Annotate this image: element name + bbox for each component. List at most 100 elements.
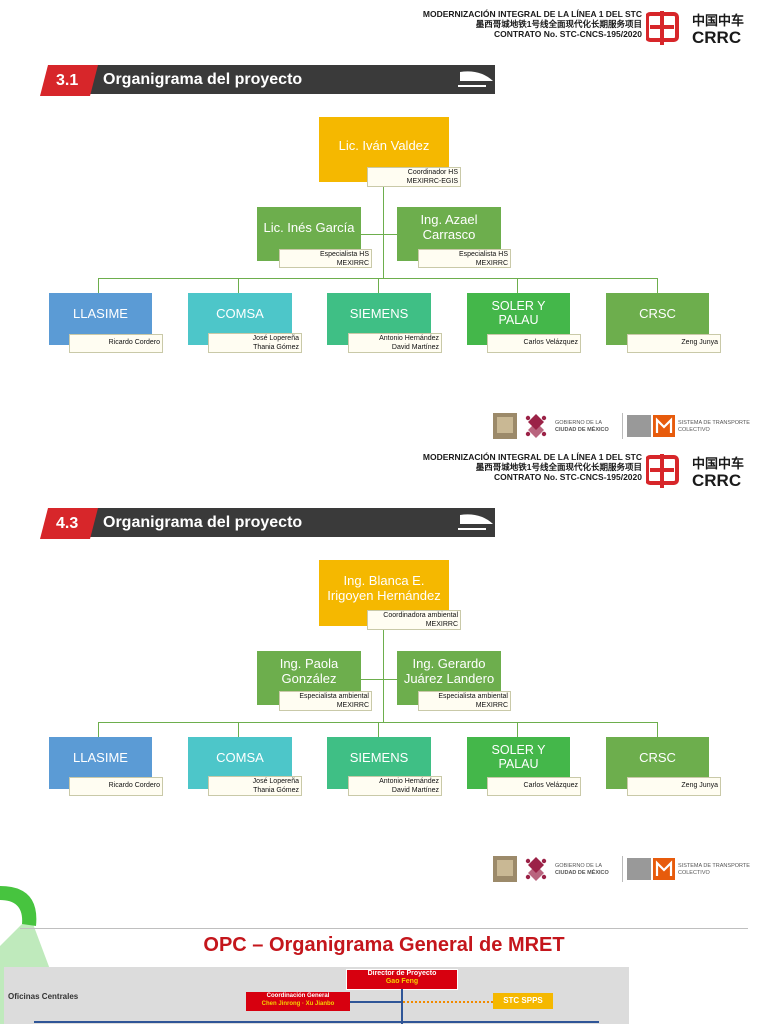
page-section-4-3: MODERNIZACIÓN INTEGRAL DE LA LÍNEA 1 DEL…: [0, 443, 768, 886]
coordinacion-box: Coordinación General Chen Jinrong · Xu J…: [246, 992, 350, 1011]
company-name: SIEMENS: [349, 749, 409, 765]
gov-text-2: CIUDAD DE MÉXICO: [555, 425, 610, 433]
contact-name: Carlos Velázquez: [523, 339, 578, 346]
section-title: Organigrama del proyecto: [103, 71, 302, 88]
specialist-right-role: Especialista HS: [458, 251, 508, 258]
specialist-left-org: MEXIRRC: [336, 259, 369, 267]
header-line-3: CONTRATO No. STC-CNCS-195/2020: [494, 29, 642, 39]
logo-crrc-text: CRRC: [692, 28, 741, 46]
specialist-left-tag: Especialista HS MEXIRRC: [279, 249, 372, 268]
logo-crrc-text: CRRC: [692, 471, 741, 489]
specialist-right-name: Ing. Azael Carrasco: [420, 212, 478, 242]
section-number: 4.3: [56, 515, 78, 532]
contact-name: David Martínez: [391, 343, 439, 351]
logo-chinese-text: 中国中车: [692, 13, 744, 29]
opc-title: OPC – Organigrama General de MRET: [203, 934, 565, 956]
company-name: LLASIME: [73, 749, 128, 765]
top-coordinator-role: Coordinadora ambiental: [383, 612, 458, 619]
director-name: Gao Feng: [385, 978, 419, 985]
logo-chinese-text: 中国中车: [692, 456, 744, 472]
contact-name: Ricardo Cordero: [108, 782, 160, 789]
top-coordinator-org: MEXIRRC: [425, 620, 458, 628]
top-coordinator-name: Ing. Blanca E. Irigoyen Hernández: [327, 573, 441, 603]
crrc-logo: 中国中车 CRRC: [646, 11, 744, 46]
gov-text-4: COLECTIVO: [678, 427, 711, 433]
gov-text-2: CIUDAD DE MÉXICO: [555, 868, 610, 876]
company-name: SOLER Y PALAU: [491, 743, 546, 771]
contract-header: MODERNIZACIÓN INTEGRAL DE LA LÍNEA 1 DEL…: [423, 9, 642, 39]
page-section-3-1: MODERNIZACIÓN INTEGRAL DE LA LÍNEA 1 DEL…: [0, 0, 768, 443]
specialist-left-role: Especialista HS: [319, 251, 369, 258]
header-line-1: MODERNIZACIÓN INTEGRAL DE LA LÍNEA 1 DEL…: [422, 9, 642, 19]
crrc-logo: 中国中车 CRRC: [646, 454, 744, 489]
director-box: Director de Proyecto Gao Feng: [346, 969, 458, 990]
coordinacion-names: Chen Jinrong · Xu Jianbo: [261, 1001, 335, 1007]
specialist-left-name: Lic. Inés García: [263, 219, 355, 235]
specialist-left-org: MEXIRRC: [336, 701, 369, 709]
gov-text-1: GOBIERNO DE LA: [555, 420, 602, 426]
contact-name: Zeng Junya: [681, 782, 718, 789]
specialist-right-tag: Especialista ambiental MEXIRRC: [418, 691, 511, 711]
stc-spps-box: STC SPPS: [493, 993, 553, 1009]
contact-name: Zeng Junya: [681, 339, 718, 346]
contact-name: David Martínez: [391, 786, 439, 794]
company-contact-tag: José Lopereña Thania Gómez: [208, 776, 302, 796]
company-contact-tag: José Lopereña Thania Gómez: [208, 333, 302, 353]
metro-gray-icon: [627, 415, 651, 437]
company-contact-tag: Carlos Velázquez: [487, 334, 581, 353]
company-name: COMSA: [216, 305, 264, 321]
government-logos: GOBIERNO DE LA CIUDAD DE MÉXICO SISTEMA …: [493, 856, 750, 882]
header-line-2: 墨西哥城地铁1号线全面现代化长期服务项目: [475, 19, 642, 29]
specialist-right-role: Especialista ambiental: [438, 693, 508, 700]
contact-name: José Lopereña: [252, 335, 299, 342]
contact-name: José Lopereña: [252, 778, 299, 785]
contact-name: Carlos Velázquez: [523, 782, 578, 789]
header-line-1: MODERNIZACIÓN INTEGRAL DE LA LÍNEA 1 DEL…: [422, 452, 642, 462]
specialist-right-tag: Especialista HS MEXIRRC: [418, 249, 511, 268]
cdmx-logo-icon: [525, 857, 547, 881]
company-contact-tag: Ricardo Cordero: [69, 334, 163, 353]
section-banner: 4.3 Organigrama del proyecto: [40, 508, 495, 539]
train-icon: [460, 71, 493, 81]
government-logos: GOBIERNO DE LA CIUDAD DE MÉXICO SISTEMA …: [493, 413, 750, 439]
company-name: COMSA: [216, 749, 264, 765]
section-number: 3.1: [56, 72, 78, 89]
company-contact-tag: Antonio Hernández David Martínez: [348, 333, 442, 353]
section-title: Organigrama del proyecto: [103, 514, 302, 531]
top-coordinator-tag: Coordinador HS MEXIRRC-EGIS: [367, 167, 461, 187]
contract-header: MODERNIZACIÓN INTEGRAL DE LA LÍNEA 1 DEL…: [423, 452, 642, 482]
header-line-3: CONTRATO No. STC-CNCS-195/2020: [494, 472, 642, 482]
metro-gray-icon: [627, 858, 651, 880]
top-coordinator-tag: Coordinadora ambiental MEXIRRC: [367, 610, 461, 630]
top-coordinator-role: Coordinador HS: [407, 169, 458, 176]
contact-name: Antonio Hernández: [379, 335, 439, 342]
coordinacion-label: Coordinación General: [266, 993, 330, 999]
contact-name: Ricardo Cordero: [108, 339, 160, 346]
specialist-left-role: Especialista ambiental: [299, 693, 369, 700]
gov-text-4: COLECTIVO: [678, 870, 711, 876]
contact-name: Thania Gómez: [253, 343, 299, 351]
company-name: SIEMENS: [349, 305, 409, 321]
top-coordinator-org: MEXIRRC-EGIS: [406, 177, 458, 185]
specialist-right-org: MEXIRRC: [475, 701, 508, 709]
company-contact-tag: Zeng Junya: [627, 777, 721, 796]
contact-name: Thania Gómez: [253, 786, 299, 794]
gov-text-3: SISTEMA DE TRANSPORTE: [678, 863, 750, 869]
cdmx-logo-icon: [525, 414, 547, 438]
section-banner: 3.1 Organigrama del proyecto: [40, 65, 495, 96]
company-contact-tag: Zeng Junya: [627, 334, 721, 353]
company-name: CRSC: [639, 305, 676, 321]
company-contact-tag: Carlos Velázquez: [487, 777, 581, 796]
gov-text-1: GOBIERNO DE LA: [555, 863, 602, 869]
train-icon: [460, 514, 493, 524]
specialist-right-org: MEXIRRC: [475, 259, 508, 267]
company-name: LLASIME: [73, 305, 128, 321]
top-coordinator-name: Lic. Iván Valdez: [338, 138, 430, 153]
contact-name: Antonio Hernández: [379, 778, 439, 785]
gov-text-3: SISTEMA DE TRANSPORTE: [678, 420, 750, 426]
specialist-left-name: Ing. Paola González: [279, 656, 339, 686]
specialist-left-tag: Especialista ambiental MEXIRRC: [279, 691, 372, 711]
specialist-right-name: Ing. Gerardo Juárez Landero: [403, 656, 495, 686]
header-line-2: 墨西哥城地铁1号线全面现代化长期服务项目: [475, 462, 642, 472]
company-contact-tag: Ricardo Cordero: [69, 777, 163, 796]
